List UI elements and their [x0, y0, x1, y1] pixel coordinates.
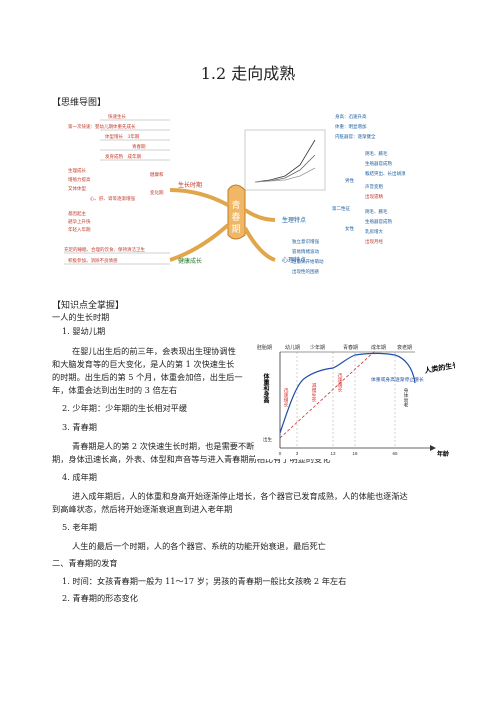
item1: 1. 婴幼儿期: [62, 326, 106, 336]
svg-text:女性: 女性: [345, 225, 354, 232]
knowledge-heading: 【知识点全掌握】: [52, 301, 125, 311]
stage-4: 成年期: [371, 344, 386, 351]
svg-text:春: 春: [231, 211, 240, 222]
svg-text:体型增长 3年期: 体型增长 3年期: [105, 133, 140, 140]
svg-text:避孕上升快: 避孕上升快: [68, 218, 91, 225]
stage-5: 衰老期: [397, 344, 412, 351]
svg-text:生理成长: 生理成长: [68, 167, 86, 174]
svg-text:心、肝、肾等逐渐增强: 心、肝、肾等逐渐增强: [90, 195, 135, 202]
svg-text:身体衰老: 身体衰老: [403, 387, 408, 407]
svg-text:出生: 出生: [263, 436, 272, 443]
svg-text:第一次快速：婴幼儿期体重先成长: 第一次快速：婴幼儿期体重先成长: [68, 123, 136, 130]
svg-text:期: 期: [231, 224, 240, 234]
svg-text:性意识开始萌动: 性意识开始萌动: [292, 258, 324, 265]
item2: 2. 少年期：少年期的生长相对平缓: [62, 403, 188, 413]
svg-text:0: 0: [279, 451, 282, 456]
svg-text:体重：明显增加: 体重：明显增加: [335, 123, 367, 130]
svg-text:年轻入年期: 年轻入年期: [68, 226, 91, 233]
svg-text:声音变粗: 声音变粗: [365, 183, 383, 190]
item4: 4. 成年期: [62, 472, 97, 482]
p1a: 在婴儿出生后的前三年，会表现出生理协调性: [72, 346, 236, 356]
svg-text:3: 3: [296, 451, 299, 456]
svg-text:健康和: 健康和: [150, 171, 164, 178]
p1c: 的时期。出生后的第 5 个月，体重会加倍，出生后一: [52, 372, 243, 382]
svg-text:生殖器官成熟: 生殖器官成熟: [365, 218, 392, 225]
p1b: 和大脑发育等的巨大变化，是人的第 1 次快速生长: [52, 359, 235, 369]
p3b: 期，身体迅速长高，外表、体型和声音等与进入青春期前相比有了明显的变化: [52, 454, 331, 464]
page-title: 1.2 走向成熟: [200, 64, 296, 83]
svg-text:出现性的困惑: 出现性的困惑: [292, 268, 319, 275]
item5: 5. 老年期: [62, 522, 97, 532]
svg-text:体重和身高: 体重和身高: [262, 372, 270, 404]
svg-text:变化期: 变化期: [150, 189, 164, 196]
svg-text:出现月经: 出现月经: [365, 238, 383, 245]
s2i2: 2. 青春期的形态变化: [62, 593, 138, 603]
svg-text:增殖力提高: 增殖力提高: [68, 176, 91, 183]
svg-text:出现遗精: 出现遗精: [365, 193, 383, 200]
stage-3: 青春期: [343, 344, 358, 351]
svg-text:减慢生长: 减慢生长: [311, 382, 316, 403]
svg-text:发育成熟 成年期: 发育成熟 成年期: [105, 153, 141, 160]
p3a: 青春期是人的第 2 次快速生长时期，也是需要不断学习，实现智力发展的黄金时期。在…: [72, 441, 410, 451]
sec1: 一人的生长时期: [52, 312, 110, 322]
svg-text:乳房增大: 乳房增大: [365, 228, 383, 235]
svg-text:青春期: 青春期: [132, 143, 146, 150]
svg-text:又体体型: 又体体型: [68, 185, 86, 192]
stage-2: 少年期: [310, 344, 325, 351]
svg-text:基因起主: 基因起主: [68, 210, 86, 217]
svg-text:13: 13: [330, 451, 336, 456]
svg-text:男性: 男性: [345, 177, 354, 184]
svg-text:身高：迅速升高: 身高：迅速升高: [335, 113, 367, 120]
svg-text:快速生长: 快速生长: [108, 113, 126, 120]
svg-text:独立意识增强: 独立意识增强: [292, 238, 319, 245]
mm-branch-health: 健康成长: [178, 257, 202, 265]
p5: 人生的最后一个时期，人的各个器官、系统的功能开始衰退，最后死亡: [72, 541, 326, 551]
stage-0: 胚胎期: [257, 344, 272, 351]
svg-text:18: 18: [352, 451, 358, 456]
mm-center: 青: [231, 199, 240, 210]
mindmap-heading: 【思维导图】: [52, 98, 107, 108]
svg-text:内脏器官：逐渐健全: 内脏器官：逐渐健全: [335, 133, 376, 140]
svg-text:容易情绪波动: 容易情绪波动: [292, 248, 319, 255]
growth-curve-figure: 胚胎期 幼儿期 少年期 青春期 成年期 衰老期 迅速增长 减慢生长 迅速增长 体…: [255, 343, 455, 459]
p4b: 到高峰状态，然后将开始逐渐衰退直到进入老年期: [52, 504, 233, 514]
svg-text:65: 65: [392, 451, 398, 456]
svg-text:生殖器官成熟: 生殖器官成熟: [365, 160, 392, 167]
p4a: 进入成年期后，人的体重和身高开始逐渐停止增长，各个器官已发育成熟，人的体能也逐渐…: [72, 491, 408, 501]
svg-text:积极参加，消除不良情感: 积极参加，消除不良情感: [68, 257, 118, 264]
svg-text:阴毛、腋毛: 阴毛、腋毛: [365, 208, 388, 215]
svg-text:第二性征: 第二性征: [332, 205, 350, 212]
mm-branch-physio: 生理特点: [282, 216, 306, 224]
mm-branch-growth: 生长时期: [178, 181, 202, 189]
svg-text:阴毛、腋毛: 阴毛、腋毛: [365, 150, 388, 157]
svg-text:喉结突出、长出胡须: 喉结突出、长出胡须: [365, 170, 406, 177]
mindmap: 青 春 期 生长时期 生理特点 心理特点 健康成长 快速生长 第一次快速：婴幼儿…: [64, 113, 406, 275]
stage-1: 幼儿期: [285, 344, 300, 351]
s2i1: 1. 时间：女孩青春期一般为 11～17 岁；男孩的青春期一般比女孩晚 2 年左…: [62, 576, 347, 586]
p1d: 年，体重会达到出生时的 3 倍左右: [52, 385, 178, 395]
svg-text:迅速增长: 迅速增长: [283, 387, 288, 408]
svg-text:体重或身高逐渐停止增长: 体重或身高逐渐停止增长: [371, 376, 424, 383]
mm-branch-psych: 心理特点: [282, 256, 306, 264]
svg-text:迅速增长: 迅速增长: [337, 372, 342, 393]
svg-text:充足的睡眠、合理的饮食、保持清洁卫生: 充足的睡眠、合理的饮食、保持清洁卫生: [64, 246, 145, 253]
sec2: 二、青春期的发育: [52, 558, 118, 568]
svg-text:年龄: 年龄: [437, 450, 450, 458]
item3: 3. 青春期: [62, 422, 97, 432]
